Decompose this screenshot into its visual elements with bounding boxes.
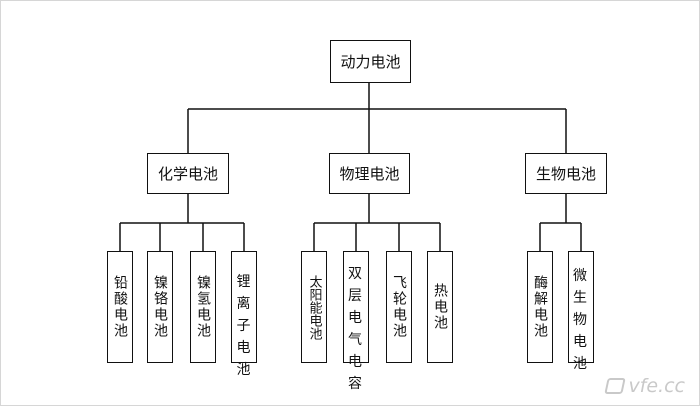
leaf-thermal-label: 热电池 xyxy=(432,283,448,331)
leaf-nickel-chromium: 镍铬电池 xyxy=(147,251,173,363)
leaf-double-layer-capacitor-label: 双层电气电容 xyxy=(348,266,364,392)
node-root-label: 动力电池 xyxy=(340,53,401,71)
leaf-solar: 太阳能电池 xyxy=(301,251,327,363)
leaf-microbial-label: 微生物电池 xyxy=(573,268,589,372)
leaf-thermal: 热电池 xyxy=(427,251,453,363)
node-chemical: 化学电池 xyxy=(147,153,229,194)
node-biological: 生物电池 xyxy=(525,153,607,194)
leaf-double-layer-capacitor: 双层电气电容 xyxy=(343,251,369,392)
leaf-flywheel-label: 飞轮电池 xyxy=(391,275,407,339)
node-root: 动力电池 xyxy=(330,40,411,83)
watermark: vfe.cc xyxy=(604,375,685,397)
leaf-enzyme-label: 酶解电池 xyxy=(532,275,548,339)
leaf-solar-label: 太阳能电池 xyxy=(306,274,322,340)
node-physical-label: 物理电池 xyxy=(339,165,400,183)
leaf-lead-acid-label: 铅酸电池 xyxy=(112,275,128,339)
leaf-lithium-ion-label: 锂离子电池 xyxy=(236,274,252,378)
leaf-lithium-ion: 锂离子电池 xyxy=(231,251,257,378)
leaf-flywheel: 飞轮电池 xyxy=(386,251,412,363)
watermark-text: vfe.cc xyxy=(628,375,685,397)
leaf-nickel-hydrogen: 镍氢电池 xyxy=(190,251,216,363)
leaf-nickel-chromium-label: 镍铬电池 xyxy=(152,275,168,339)
leaf-enzyme: 酶解电池 xyxy=(527,251,553,363)
leaf-nickel-hydrogen-label: 镍氢电池 xyxy=(195,275,211,339)
leaf-lead-acid: 铅酸电池 xyxy=(107,251,133,363)
node-chemical-label: 化学电池 xyxy=(157,165,218,183)
watermark-logo-icon xyxy=(604,378,627,394)
node-physical: 物理电池 xyxy=(329,153,410,194)
leaf-microbial: 微生物电池 xyxy=(568,251,594,372)
node-biological-label: 生物电池 xyxy=(535,165,596,183)
